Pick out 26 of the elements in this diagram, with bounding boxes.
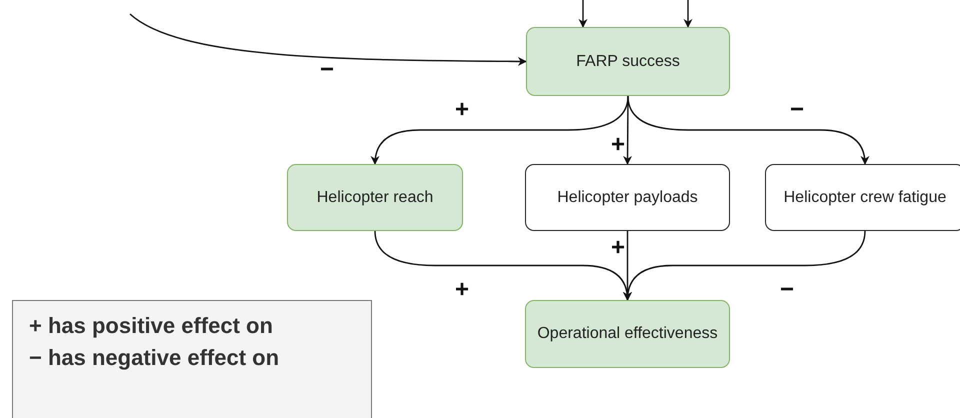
edge-label: + bbox=[611, 236, 626, 260]
arrow bbox=[623, 230, 866, 301]
node-label: Helicopter payloads bbox=[557, 188, 698, 206]
process-box bbox=[765, 164, 960, 231]
edge-label: + bbox=[455, 278, 470, 302]
edge-label: − bbox=[790, 98, 804, 122]
process-box bbox=[526, 27, 730, 96]
process-box bbox=[287, 164, 463, 231]
node-label: Operational effectiveness bbox=[537, 325, 718, 343]
legend-box bbox=[12, 300, 372, 418]
arrow bbox=[627, 96, 870, 165]
legend-entry: + has positive effect on bbox=[29, 313, 273, 339]
node-label: Helicopter reach bbox=[316, 188, 434, 206]
arrow bbox=[578, 0, 588, 28]
arrow bbox=[370, 96, 629, 165]
legend-entry: − has negative effect on bbox=[29, 345, 280, 371]
arrow bbox=[684, 0, 692, 28]
edge-label: − bbox=[780, 278, 794, 302]
process-box bbox=[525, 164, 730, 231]
process-box bbox=[525, 300, 730, 368]
node-label: FARP success bbox=[576, 52, 680, 70]
node-label: Helicopter crew fatigue bbox=[784, 188, 946, 206]
arrow bbox=[130, 13, 527, 66]
edge-label: + bbox=[611, 133, 626, 157]
edge-label: − bbox=[320, 58, 334, 82]
edge-label: + bbox=[455, 98, 470, 122]
